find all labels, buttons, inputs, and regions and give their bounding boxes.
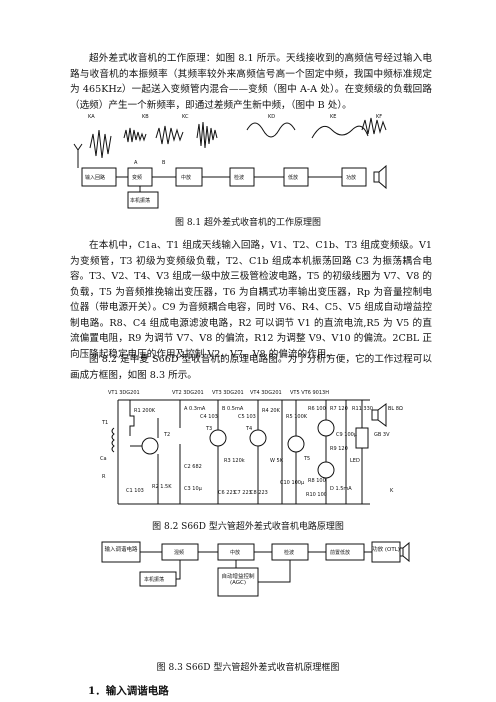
- transistor-label-vt3: VT3 3DG201: [212, 390, 244, 396]
- part-r8: R8 100: [308, 478, 326, 484]
- block-audio-amp-label: 低放: [288, 174, 298, 181]
- part-k: K: [390, 488, 394, 494]
- point-b-label: B: [162, 160, 166, 166]
- block83-local-oscillator-label: 本机振荡: [144, 576, 164, 583]
- part-b: B 0.5mA: [222, 406, 244, 412]
- part-r4: R4 20K: [262, 408, 281, 414]
- circuit-description-paragraph: 在本机中，C1a、T1 组成天线输入回路，V1、T2、C1b、T3 组成变频级。…: [70, 240, 432, 360]
- part-r: R: [102, 474, 106, 480]
- figure-8-3-caption: 图 8.3 S66D 型六管超外差式收音机原理框图: [156, 663, 340, 673]
- part-c2: C2 682: [184, 464, 202, 470]
- part-r5: R5 100K: [286, 414, 308, 420]
- part-r1: R1 200K: [134, 408, 156, 414]
- figure-8-2-circuit-diagram: VT1 3DG201 VT2 3DG201 VT3 3DG201 VT4 3DG…: [100, 390, 403, 505]
- figure-8-1-diagram: KA KB KC KD KE KF 输入回路 变频 中放 检波 低放 功放 本机…: [73, 114, 387, 209]
- part-led: LED: [350, 458, 360, 464]
- block-power-amp-label: 功放: [346, 174, 356, 181]
- block83-agc-label: 自动增益控制 (AGC): [221, 574, 255, 586]
- figure-reference-paragraph: 图 8.2 是中夏 S66D 型收音机的原理电路图。为了分析方便，它的工作过程可…: [70, 354, 432, 381]
- part-c9: C9 100μ: [336, 432, 358, 438]
- wave-label-kc: KC: [182, 114, 189, 120]
- transistor-label-vt1: VT1 3DG201: [108, 390, 140, 396]
- point-a-label: A: [134, 160, 138, 166]
- transistor-label-vt2: VT2 3DG201: [172, 390, 204, 396]
- block-local-oscillator-label: 本机振荡: [130, 197, 150, 204]
- figure-8-3-block-diagram: 输入调谐电路 混频 中放 检波 前置低放 功放 (OTL) 本机振荡 自动增益控…: [101, 541, 410, 597]
- block-input-circuit-label: 输入回路: [85, 174, 105, 181]
- block-mixer-label: 变频: [132, 174, 142, 181]
- part-c3: C3 10μ: [184, 486, 203, 492]
- part-c6: C6 223: [218, 490, 236, 496]
- intro-paragraph: 超外差式收音机的工作原理：如图 8.1 所示。天线接收到的高频信号经过输入电路与…: [70, 53, 432, 111]
- part-w: W 5K: [270, 458, 284, 464]
- part-r2: R2 1.5K: [152, 484, 172, 490]
- part-r3: R3 120k: [224, 458, 245, 464]
- part-ca: Ca: [100, 456, 107, 462]
- part-c4: C4 103: [200, 414, 218, 420]
- part-c7: C7 223: [234, 490, 252, 496]
- wave-label-ka: KA: [88, 114, 95, 120]
- part-c10: C10 100μ: [280, 480, 305, 486]
- part-t3: T3: [205, 426, 212, 432]
- block83-power-amp-label: 功放 (OTL): [372, 547, 400, 553]
- wave-label-kb: KB: [142, 114, 149, 120]
- transistor-label-vt5-vt6: VT5 VT6 9013H: [290, 390, 329, 396]
- figure-8-2-caption: 图 8.2 S66D 型六管超外差式收音机电路原理图: [152, 522, 344, 532]
- transistor-label-vt4: VT4 3DG201: [250, 390, 282, 396]
- block-if-amp-label: 中放: [181, 174, 191, 181]
- part-gb: GB 3V: [374, 432, 390, 438]
- wave-label-ke: KE: [330, 114, 336, 120]
- block83-mixer-label: 混频: [174, 549, 184, 556]
- section-heading: 1．输入调谐电路: [88, 685, 169, 697]
- wave-label-kd: KD: [268, 114, 275, 120]
- block83-if-amp-label: 中放: [230, 549, 240, 556]
- block-detector-label: 检波: [234, 174, 244, 181]
- part-r11: R11 330: [352, 406, 373, 412]
- block83-agc: [217, 567, 259, 597]
- block-local-oscillator: [127, 191, 159, 209]
- part-bl: BL 8Ω: [388, 406, 403, 412]
- part-r6: R6 100: [308, 406, 326, 412]
- part-t4: T4: [245, 426, 252, 432]
- part-t1: T1: [101, 420, 108, 426]
- block83-input-tuning-label: 输入调谐电路: [104, 547, 138, 553]
- part-r10: R10 100: [306, 492, 327, 498]
- part-c8: C8 223: [250, 490, 268, 496]
- part-c5: C5 103: [238, 414, 256, 420]
- block83-preamp-label: 前置低放: [330, 549, 350, 556]
- battery-symbol: [355, 427, 369, 449]
- wave-label-kf: KF: [376, 114, 382, 120]
- part-d: D 1.5mA: [330, 486, 352, 492]
- part-r9: R9 120: [330, 446, 348, 452]
- part-r7: R7 120: [330, 406, 348, 412]
- part-t5: T5: [303, 456, 310, 462]
- block83-detector-label: 检波: [284, 549, 294, 556]
- part-a: A 0.3mA: [184, 406, 206, 412]
- part-t2: T2: [163, 432, 170, 438]
- part-c1: C1 103: [126, 488, 144, 494]
- figure-8-1-caption: 图 8.1 超外差式收音机的工作原理图: [174, 218, 322, 228]
